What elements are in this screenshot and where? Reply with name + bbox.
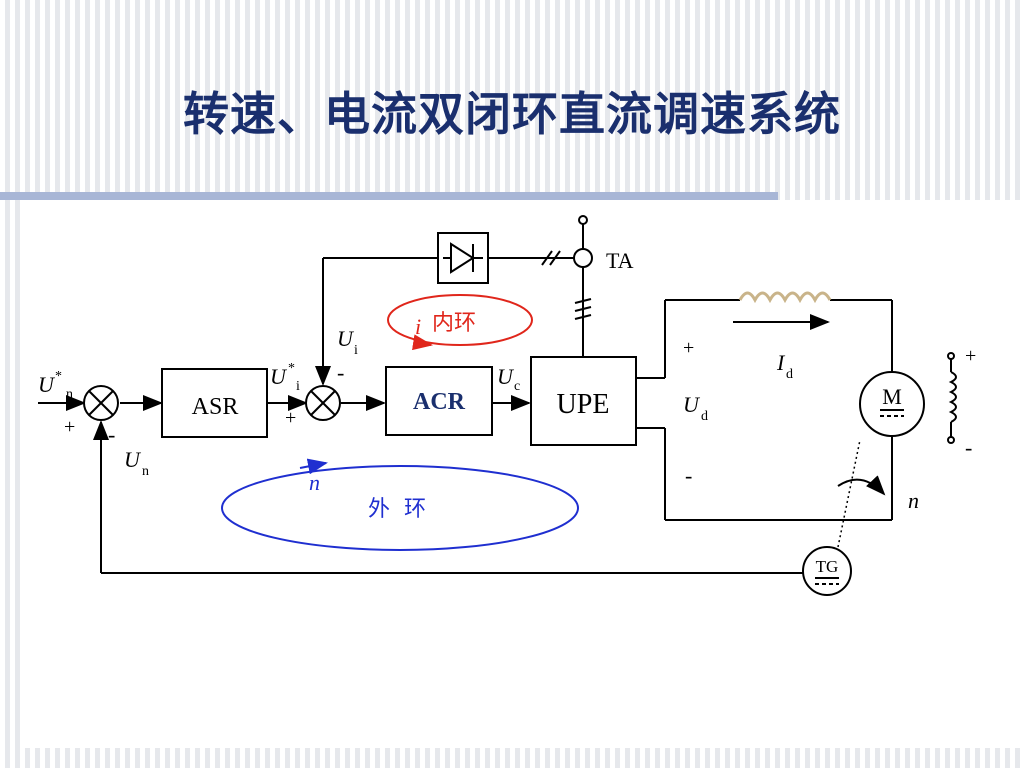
label-un-sub: n (142, 464, 149, 479)
upe-block (530, 356, 637, 446)
title-underline (0, 192, 778, 200)
acr-block (385, 366, 493, 436)
label-n-output: n (908, 488, 919, 513)
label-ui-star: U (270, 364, 288, 389)
outer-loop-n: n (309, 470, 320, 495)
outer-loop-arrow (299, 458, 328, 475)
inner-loop-arrow (411, 334, 433, 351)
label-uc-sub: c (514, 379, 520, 394)
upe-label: UPE (557, 389, 610, 420)
diode-icon (437, 232, 489, 284)
ta-label: TA (606, 248, 634, 273)
page-title: 转速、电流双闭环直流调速系统 (183, 87, 841, 141)
label-ui-star-sub: i (296, 379, 300, 394)
sign-plus-ud: + (683, 337, 694, 359)
label-id-sub: d (786, 367, 793, 382)
label-un-star-sup: * (55, 369, 62, 384)
bottom-stripes (0, 748, 1024, 768)
label-un-star: U (38, 372, 56, 397)
outer-loop-ellipse (221, 465, 579, 551)
label-ud: U (683, 392, 701, 417)
label-ud-sub: d (701, 409, 708, 424)
motor-icon (859, 371, 925, 437)
label-ui: U (337, 326, 355, 351)
label-id: I (776, 350, 786, 375)
asr-label: ASR (192, 394, 239, 420)
acr-label: ACR (413, 389, 466, 415)
signal-lines (38, 224, 893, 574)
inner-loop-ellipse (387, 294, 533, 346)
sign-minus-field: - (965, 435, 972, 460)
shaft-coupling (837, 439, 861, 548)
inner-loop-label: 内环 (432, 311, 476, 336)
label-un: U (124, 447, 142, 472)
sign-minus-ud: - (685, 463, 692, 488)
label-ui-sub: i (354, 343, 358, 358)
label-uc: U (497, 364, 515, 389)
asr-block (161, 368, 268, 438)
sign-plus-field: + (965, 345, 976, 367)
left-stripes (0, 200, 24, 768)
label-ui-star-sup: * (288, 361, 295, 376)
motor-label: M (882, 384, 902, 409)
sign-minus-speed: - (108, 422, 115, 447)
summing-junction-speed (83, 385, 119, 421)
summing-junction-current (305, 385, 341, 421)
rotation-arrow (837, 475, 886, 496)
sign-plus-speed: + (64, 416, 75, 438)
background-stripes (0, 0, 1024, 200)
tachogenerator-icon (802, 546, 852, 596)
current-transformer-icon (541, 215, 593, 320)
field-winding-icon (947, 352, 957, 444)
outer-loop-label: 外 环 (368, 497, 426, 522)
sign-minus-current: - (337, 360, 344, 385)
inner-loop-i: i (415, 314, 421, 339)
tg-label: TG (816, 557, 839, 576)
sign-plus-current: + (285, 407, 296, 429)
label-un-star-sub: n (66, 387, 73, 402)
inductor-icon (738, 291, 832, 304)
